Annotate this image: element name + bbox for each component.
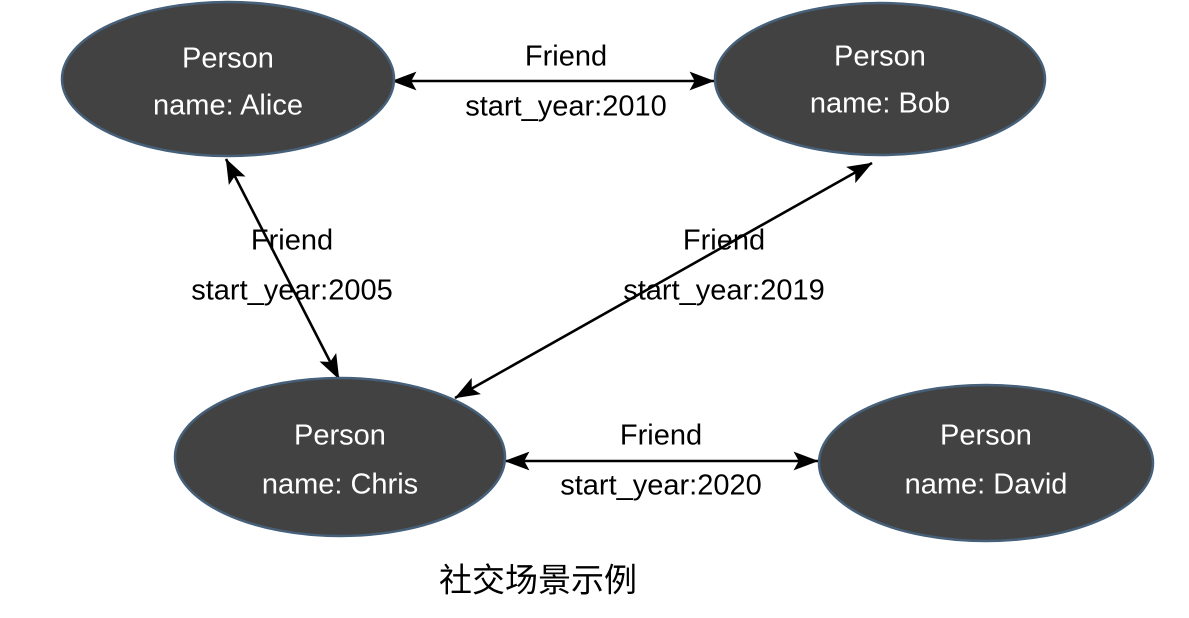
edges-layer	[224, 71, 873, 471]
node-david[interactable]: Person name: David	[817, 383, 1155, 543]
node-ellipse-bob[interactable]	[713, 1, 1047, 157]
edge-line-chris-bob[interactable]	[454, 161, 873, 400]
node-alice[interactable]: Person name: Alice	[60, 0, 396, 158]
edge-type-label-chris-david: Friend	[620, 420, 702, 452]
edge-prop-label-alice-bob: start_year:2010	[465, 91, 667, 123]
edge-line-alice-chris[interactable]	[224, 158, 341, 380]
nodes-layer: Person name: Alice Person name: Bob Pers…	[60, 0, 1155, 543]
edge-prop-label-chris-david: start_year:2020	[560, 470, 762, 502]
node-type-label-alice: Person	[182, 43, 274, 75]
node-prop-label-david: name: David	[905, 469, 1068, 501]
edge-type-label-chris-bob: Friend	[683, 225, 765, 257]
edge-chris-bob[interactable]	[454, 161, 873, 400]
edge-type-label-alice-bob: Friend	[525, 41, 607, 73]
node-chris[interactable]: Person name: Chris	[173, 376, 507, 538]
node-bob[interactable]: Person name: Bob	[713, 1, 1047, 157]
edge-prop-label-chris-bob: start_year:2019	[623, 275, 825, 307]
edge-type-label-alice-chris: Friend	[251, 225, 333, 257]
node-prop-label-chris: name: Chris	[262, 469, 418, 501]
node-ellipse-david[interactable]	[817, 383, 1155, 543]
edge-labels-layer: Friend start_year:2010 Friend start_year…	[191, 41, 825, 502]
node-prop-label-alice: name: Alice	[153, 90, 303, 122]
edge-prop-label-alice-chris: start_year:2005	[191, 275, 393, 307]
edge-alice-chris[interactable]	[224, 158, 341, 380]
node-prop-label-bob: name: Bob	[810, 88, 950, 120]
node-type-label-bob: Person	[834, 41, 926, 73]
node-ellipse-chris[interactable]	[173, 376, 507, 538]
diagram-caption: 社交场景示例	[439, 562, 637, 599]
node-ellipse-alice[interactable]	[60, 0, 396, 158]
node-type-label-david: Person	[940, 420, 1032, 452]
node-type-label-chris: Person	[294, 420, 386, 452]
